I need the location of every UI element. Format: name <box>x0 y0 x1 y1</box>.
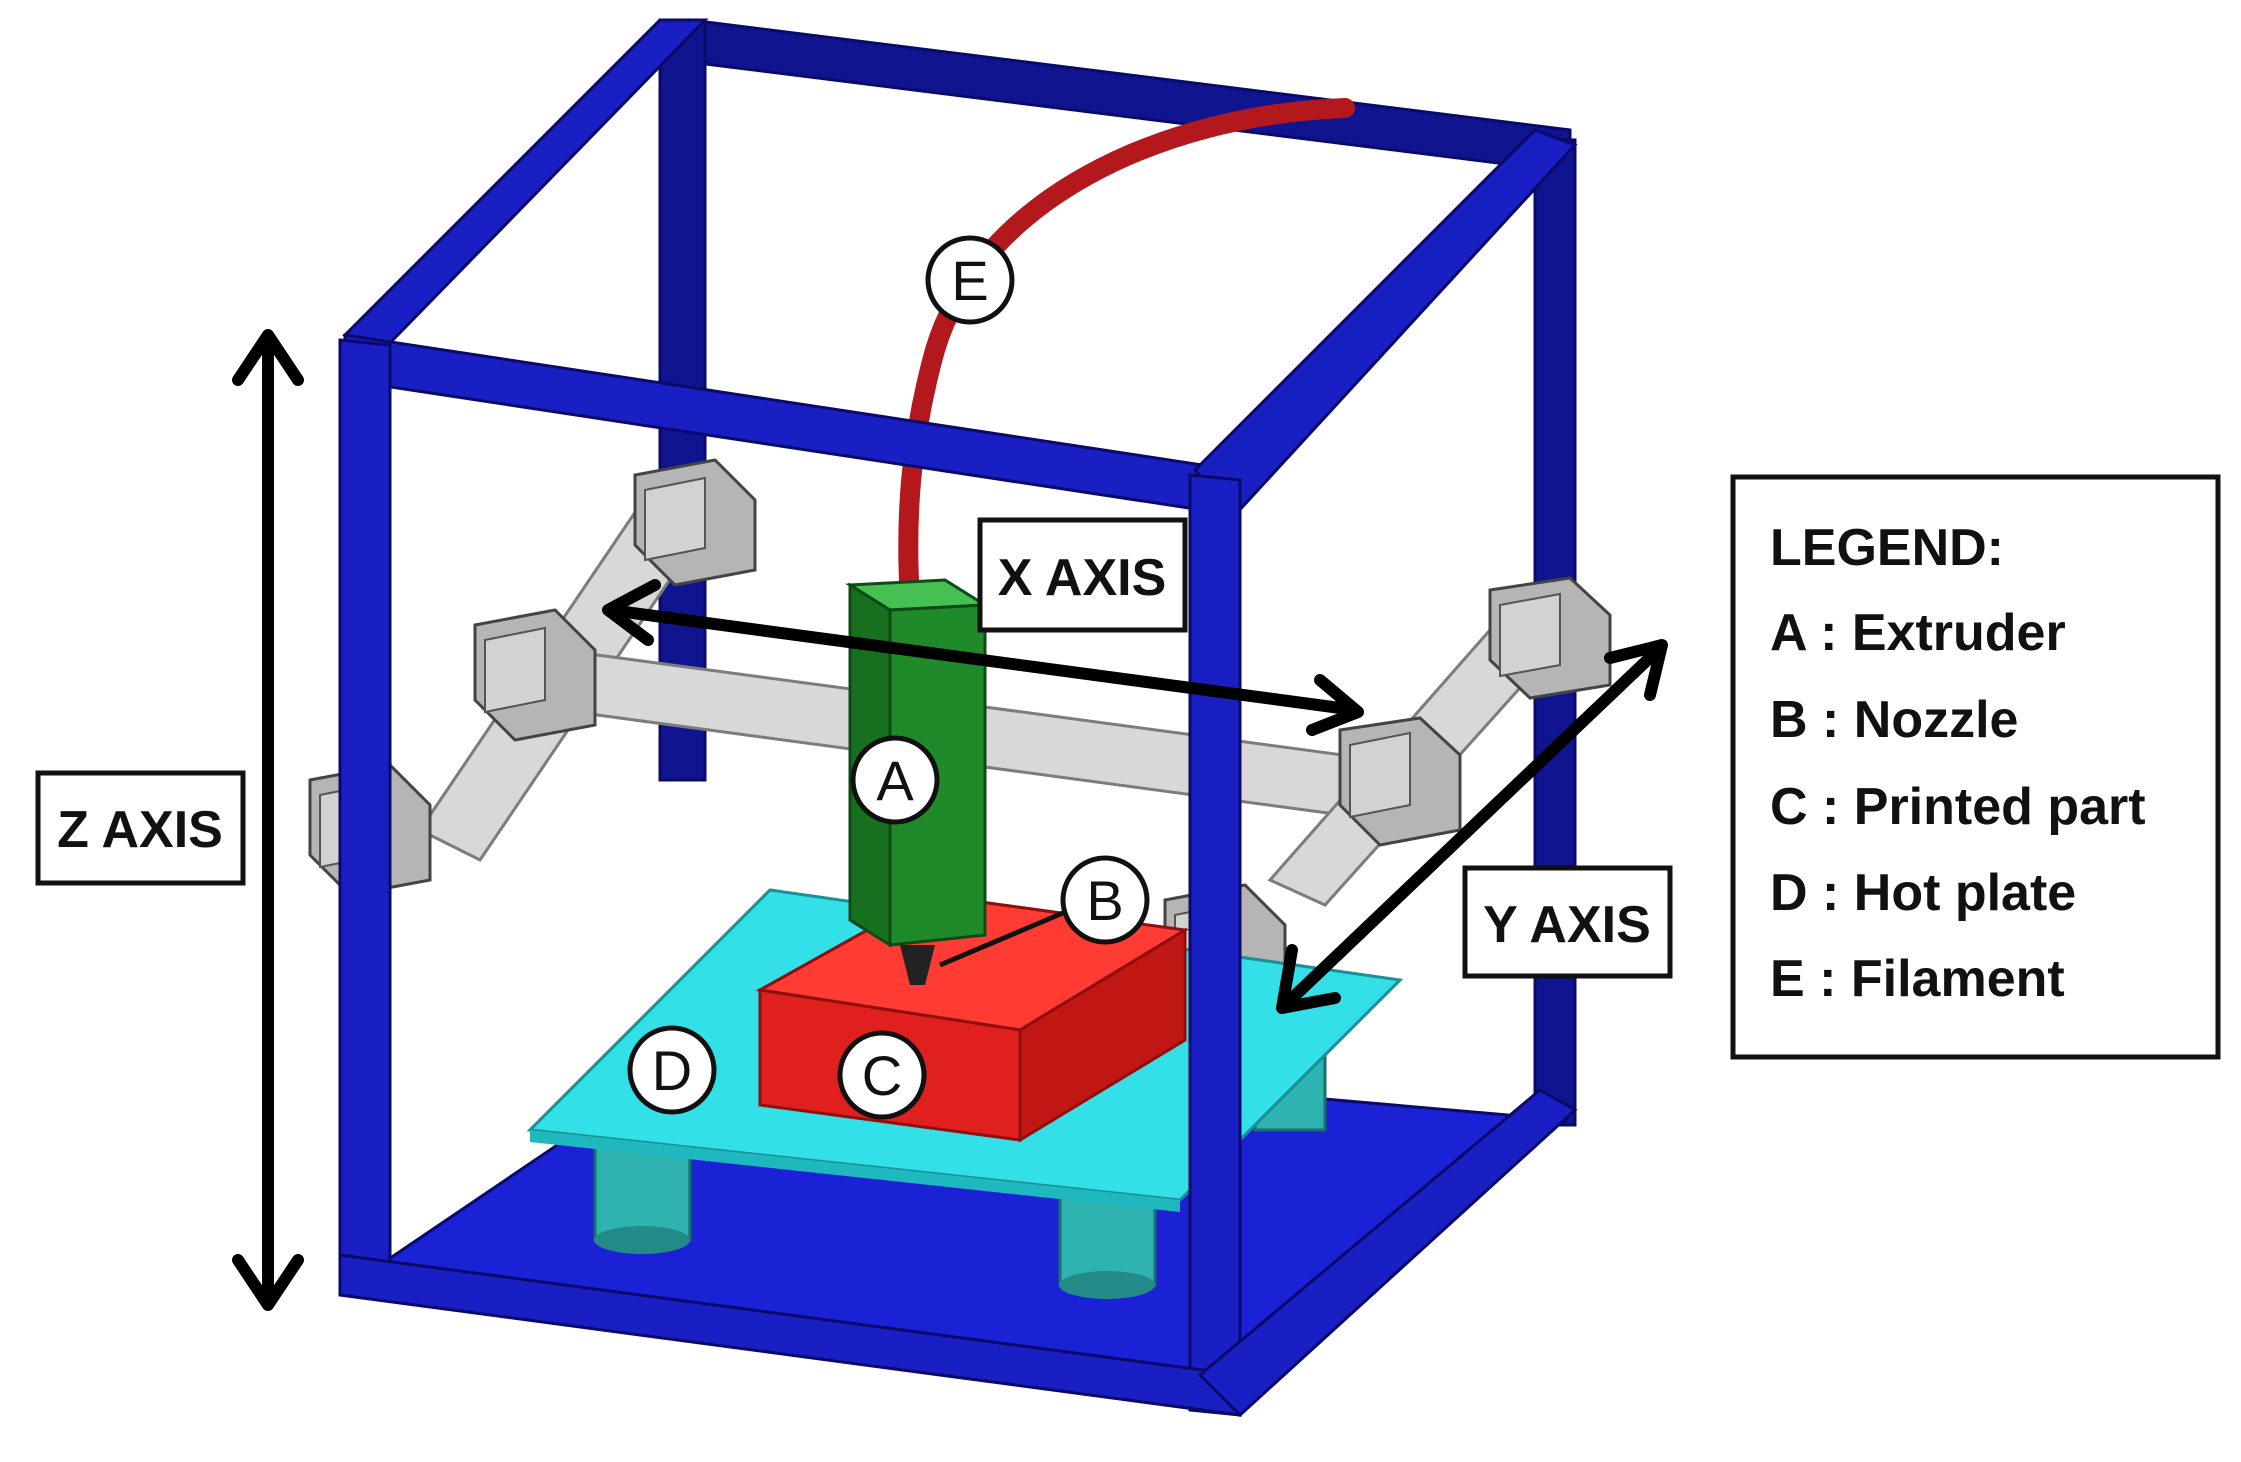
z-axis-label-box: Z AXIS <box>35 770 246 886</box>
marker-a-text: A <box>876 749 914 812</box>
y-axis-arrow <box>1276 639 1668 1014</box>
marker-d: D <box>627 1025 717 1115</box>
legend-item-hot-plate: D : Hot plate <box>1770 864 2076 922</box>
marker-c: C <box>837 1030 927 1120</box>
legend-item-nozzle: B : Nozzle <box>1770 691 2018 749</box>
x-axis-label-box: X AXIS <box>977 517 1188 633</box>
marker-a: A <box>850 735 940 825</box>
marker-c-text: C <box>862 1044 902 1107</box>
axis-arrows <box>232 329 1668 1311</box>
z-axis-arrow <box>232 329 304 1311</box>
y-axis-label: Y AXIS <box>1483 896 1651 954</box>
x-axis-arrow <box>602 579 1364 736</box>
nozzle-leader-line <box>939 907 1071 968</box>
legend: LEGEND: A : Extruder B : Nozzle C : Prin… <box>1730 474 2221 1060</box>
marker-b-text: B <box>1086 869 1123 932</box>
x-axis-label: X AXIS <box>998 549 1167 607</box>
legend-box <box>1730 474 2221 1060</box>
marker-e-text: E <box>951 249 988 312</box>
marker-b: B <box>1060 855 1150 945</box>
y-axis-label-box: Y AXIS <box>1462 865 1673 979</box>
legend-item-extruder: A : Extruder <box>1770 604 2066 662</box>
marker-e: E <box>925 235 1015 325</box>
marker-d-text: D <box>652 1039 692 1102</box>
legend-item-filament: E : Filament <box>1770 950 2065 1008</box>
legend-item-printed-part: C : Printed part <box>1770 778 2146 836</box>
legend-title: LEGEND: <box>1770 519 2004 577</box>
z-axis-label: Z AXIS <box>57 801 223 859</box>
printer-frame-front <box>338 128 1578 1418</box>
